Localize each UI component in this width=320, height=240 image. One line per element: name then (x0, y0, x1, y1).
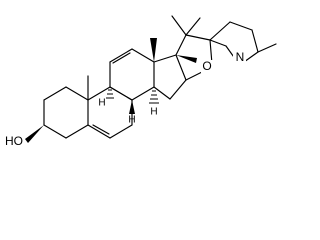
c9-hydrogen-label: H (98, 98, 105, 109)
ring-d (153, 54, 187, 100)
ring-a (43, 86, 89, 139)
c3-oh-wedge (25, 125, 44, 143)
c8-h-wedge (129, 100, 135, 114)
c9-h-hash (106, 89, 114, 99)
c14-hydrogen-label: H (150, 107, 157, 118)
atom-labels: HO O N H H H (2, 50, 246, 148)
ring-c (109, 48, 155, 101)
c14-h-hash (149, 90, 159, 104)
ring-nitrogen-label: N (236, 50, 245, 64)
ring-oxygen-label: O (202, 59, 211, 73)
c16-wedge (176, 55, 197, 63)
molecule-structure: HO O N H H H (2, 15, 277, 149)
c8-hydrogen-label: H (128, 115, 135, 126)
hydroxyl-label: HO (5, 134, 23, 148)
ring-f (209, 21, 277, 63)
molecule-canvas: HO O N H H H (2, 15, 277, 149)
ring-b (87, 86, 133, 139)
c18-methyl-wedge (150, 38, 157, 62)
angular-methyls (87, 15, 201, 101)
